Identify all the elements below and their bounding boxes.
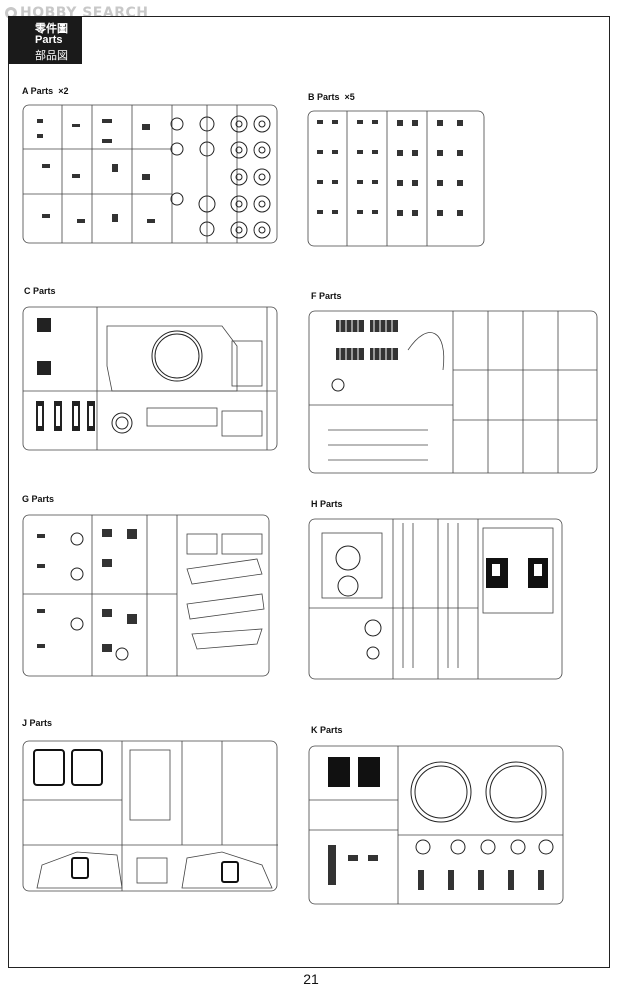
sprue-g-drawing bbox=[22, 514, 270, 677]
sprue-h-drawing bbox=[308, 518, 563, 680]
header-title-ja: 部品図 bbox=[35, 50, 68, 62]
parts-header-box: 零件圖 Parts 部品図 bbox=[8, 16, 82, 64]
label-f-parts: F Parts bbox=[311, 291, 342, 301]
label-k-parts: K Parts bbox=[311, 725, 343, 735]
page-number: 21 bbox=[303, 971, 319, 987]
sprue-j-drawing bbox=[22, 740, 278, 892]
label-h-parts: H Parts bbox=[311, 499, 343, 509]
page-frame bbox=[8, 16, 610, 968]
label-c-parts: C Parts bbox=[24, 286, 56, 296]
sprue-b-drawing bbox=[307, 110, 485, 247]
sprue-c-drawing bbox=[22, 306, 278, 451]
header-title-en: Parts bbox=[35, 34, 63, 46]
label-b-parts: B Parts ×5 bbox=[308, 92, 355, 102]
label-g-parts: G Parts bbox=[22, 494, 55, 504]
label-j-parts: J Parts bbox=[22, 718, 53, 728]
sprue-k-drawing bbox=[308, 745, 564, 905]
header-title-zh: 零件圖 bbox=[35, 23, 68, 35]
label-a-parts: A Parts ×2 bbox=[22, 86, 69, 96]
sprue-f-drawing bbox=[308, 310, 598, 474]
sprue-a-drawing bbox=[22, 104, 278, 244]
